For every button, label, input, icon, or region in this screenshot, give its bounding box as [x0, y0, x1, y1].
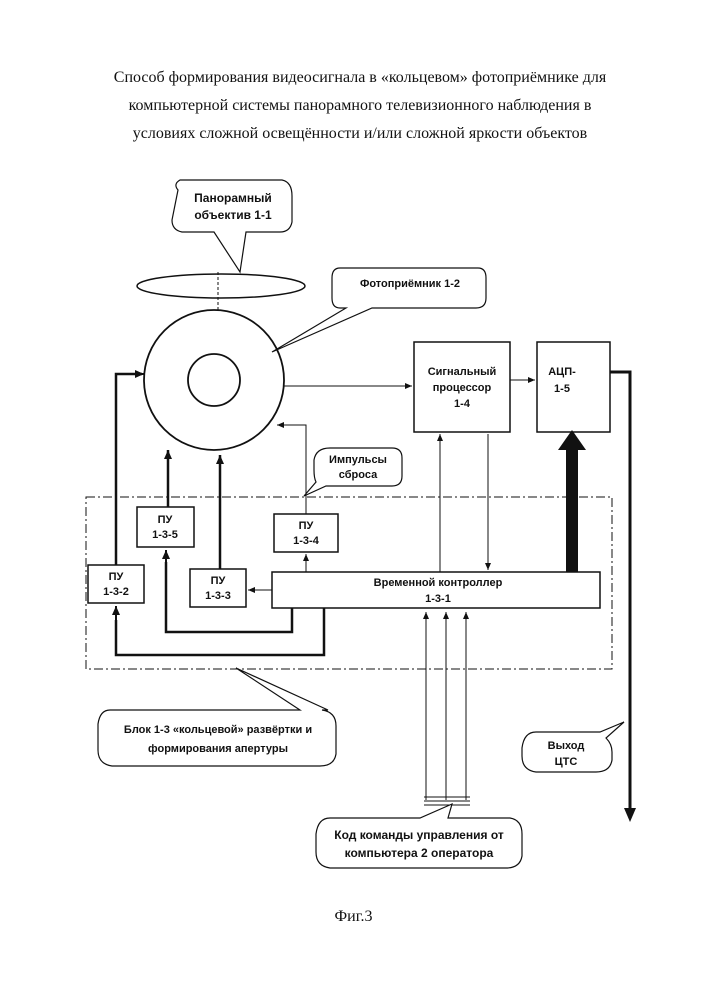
- output-line-1: Выход: [548, 740, 585, 752]
- photoreceiver-callout: Фотоприёмник 1-2: [272, 268, 486, 352]
- pu-1-3-3-id: 1-3-3: [205, 590, 231, 602]
- output-line: [610, 372, 630, 808]
- signal-processor-line-3: 1-4: [454, 398, 471, 410]
- pu-1-3-5-block: ПУ 1-3-5: [137, 507, 194, 547]
- output-line-2: ЦТС: [555, 756, 578, 768]
- pu-1-3-4-name: ПУ: [299, 520, 314, 532]
- lens-callout: Панорамный объектив 1-1: [172, 180, 292, 272]
- photoreceiver-ring: [144, 310, 284, 450]
- scan-block-line-1: Блок 1-3 «кольцевой» развёртки и: [124, 724, 312, 736]
- command-code-line-1: Код команды управления от: [334, 828, 504, 842]
- controller-to-adc-arrowhead: [558, 430, 586, 450]
- signal-processor-line-2: процессор: [433, 382, 492, 394]
- output-callout: Выход ЦТС: [522, 722, 624, 772]
- panoramic-lens: [137, 274, 305, 298]
- pu-1-3-4-block: ПУ 1-3-4: [274, 514, 338, 552]
- controller-to-adc-thick-line: [566, 448, 578, 572]
- pu-1-3-5-name: ПУ: [158, 514, 173, 526]
- command-code-callout: Код команды управления от компьютера 2 о…: [316, 804, 522, 868]
- reset-pulses-line: [277, 425, 306, 514]
- pu-1-3-2-block: ПУ 1-3-2: [88, 565, 144, 603]
- output-arrow: [624, 808, 636, 822]
- adc-line-1: АЦП-: [548, 366, 576, 378]
- signal-processor-block: Сигнальный процессор 1-4: [414, 342, 510, 432]
- reset-pulses-line-2: сброса: [339, 469, 378, 481]
- pu-1-3-3-name: ПУ: [211, 575, 226, 587]
- photoreceiver-label: Фотоприёмник 1-2: [360, 278, 460, 290]
- pu-1-3-2-name: ПУ: [109, 571, 124, 583]
- time-controller-line-1: Временной контроллер: [374, 577, 503, 589]
- pu-1-3-4-id: 1-3-4: [293, 535, 320, 547]
- time-controller-block: Временной контроллер 1-3-1: [272, 572, 600, 608]
- adc-line-2: 1-5: [554, 383, 570, 395]
- pu-1-3-5-id: 1-3-5: [152, 529, 178, 541]
- lens-callout-line-1: Панорамный: [194, 191, 272, 205]
- pu-1-3-2-id: 1-3-2: [103, 586, 129, 598]
- lens-callout-line-2: объектив 1-1: [194, 208, 272, 222]
- signal-processor-line-1: Сигнальный: [428, 366, 497, 378]
- scan-block-callout: Блок 1-3 «кольцевой» развёртки и формиро…: [98, 668, 336, 766]
- reset-pulses-line-1: Импульсы: [329, 454, 387, 466]
- scan-block-line-2: формирования апертуры: [148, 743, 288, 755]
- reset-pulses-callout: Импульсы сброса: [304, 448, 402, 496]
- figure-caption: Фиг.3: [0, 908, 707, 926]
- command-code-line-2: компьютера 2 оператора: [345, 846, 494, 860]
- time-controller-line-2: 1-3-1: [425, 593, 451, 605]
- command-bus: [424, 612, 470, 805]
- pu-1-3-3-block: ПУ 1-3-3: [190, 569, 246, 607]
- adc-block: АЦП- 1-5: [537, 342, 610, 432]
